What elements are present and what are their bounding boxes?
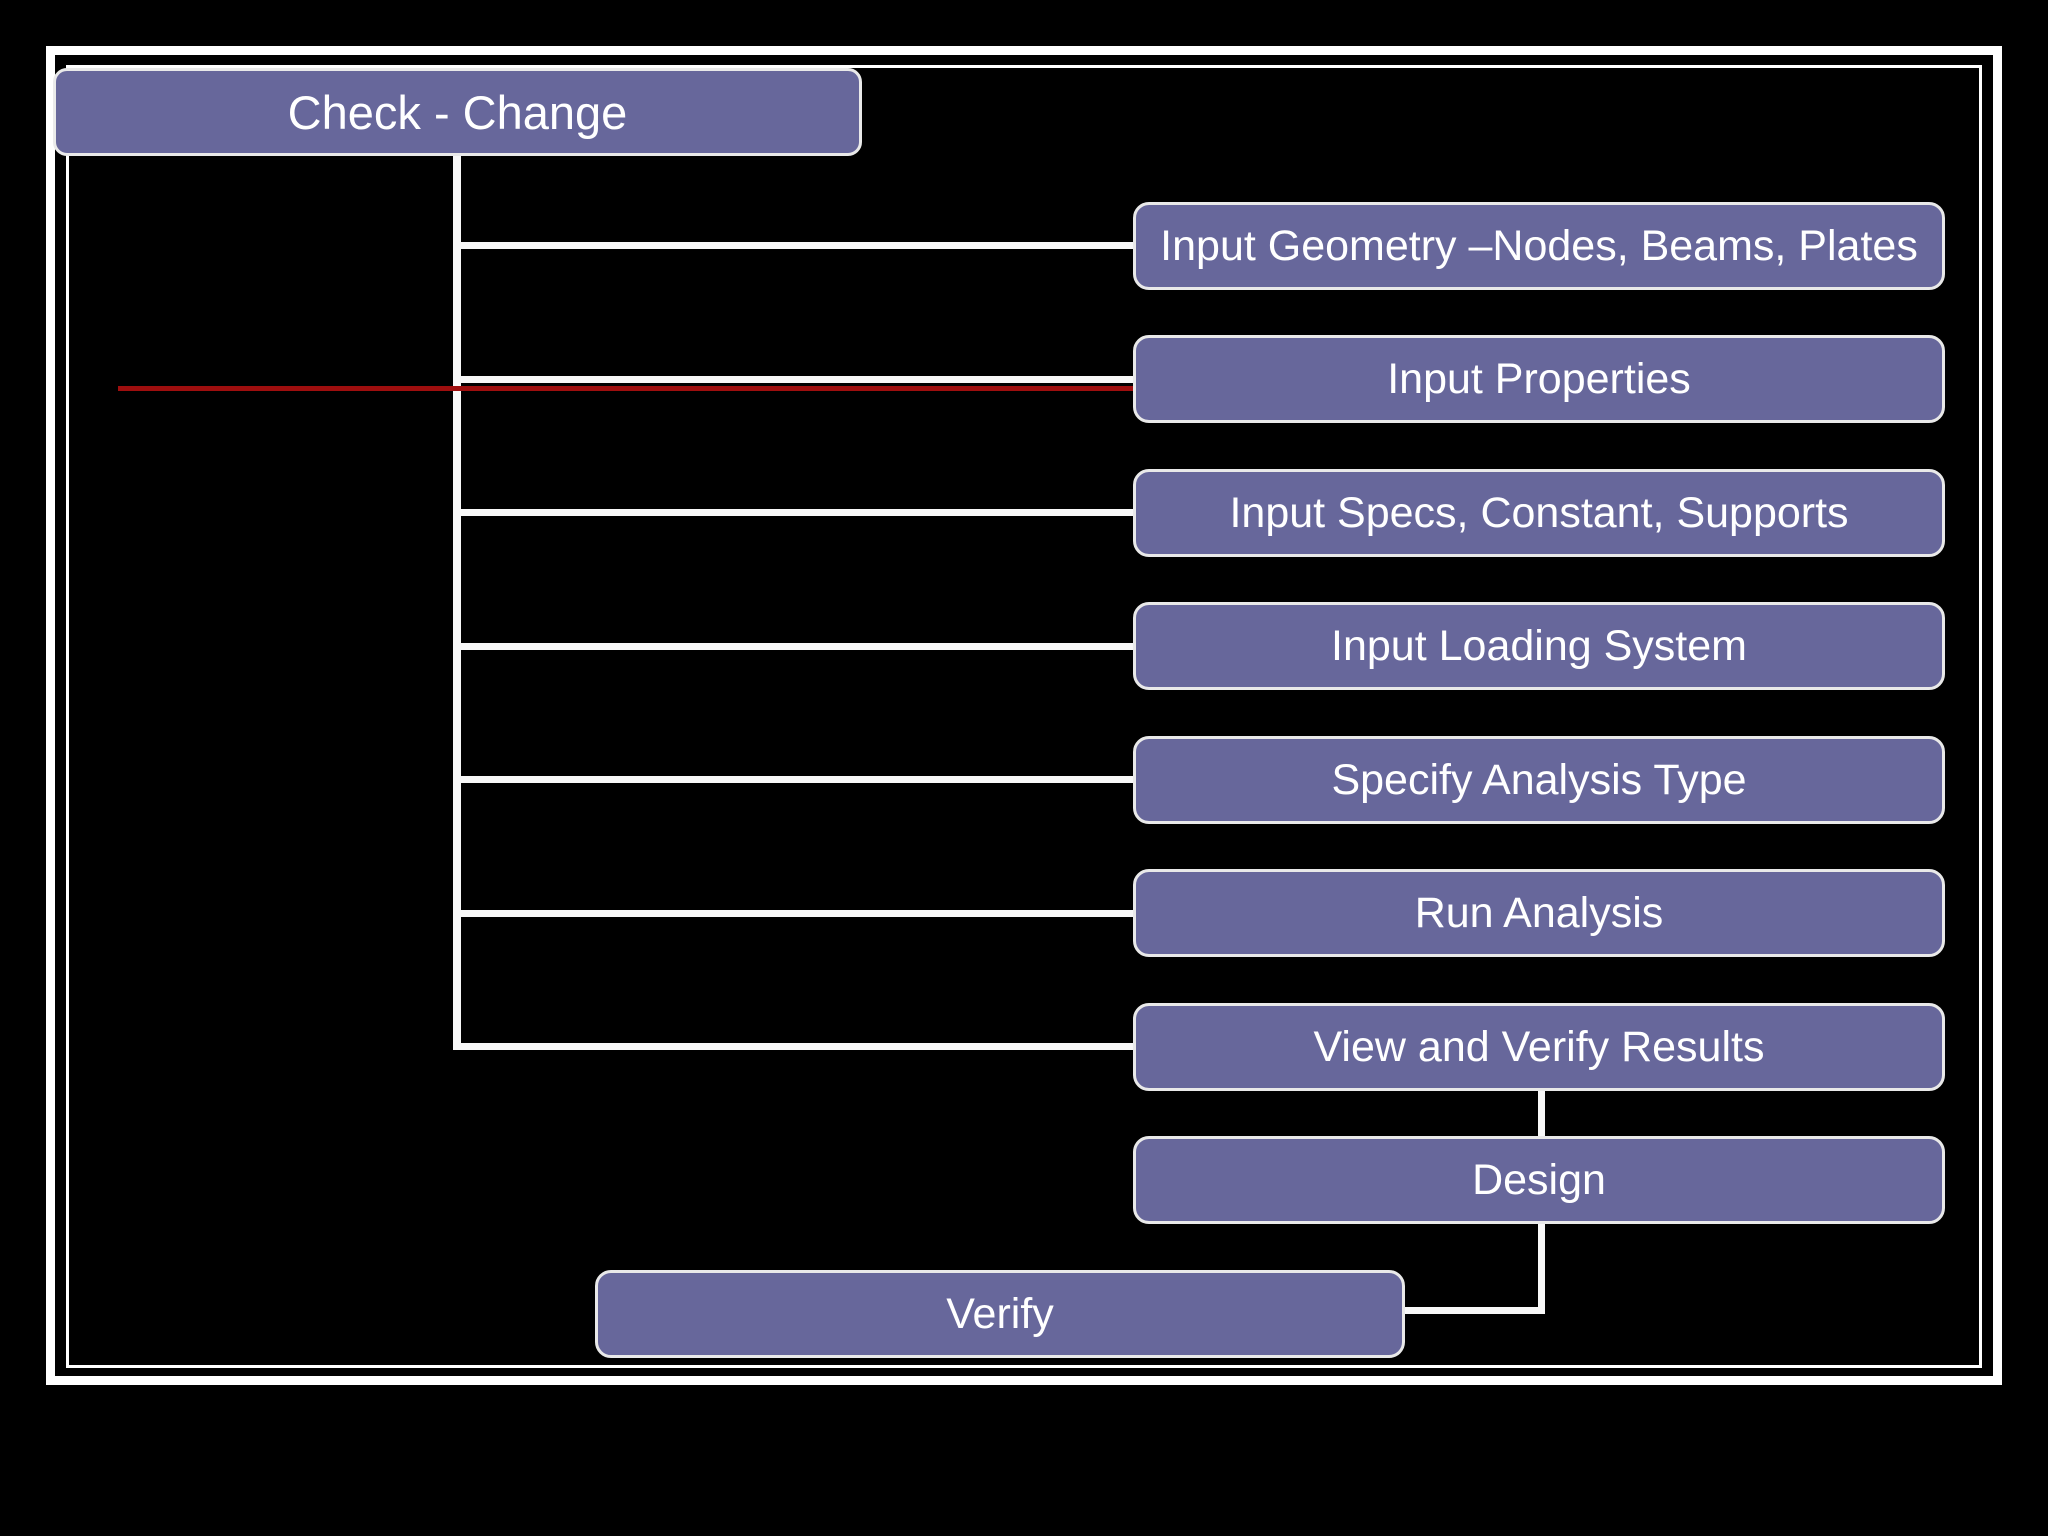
verify-connector-horizontal-line bbox=[1405, 1307, 1545, 1314]
flow-box-input-loading: Input Loading System bbox=[1133, 602, 1945, 690]
branch-line-run-analysis bbox=[453, 910, 1140, 917]
slide-inner-border bbox=[66, 65, 1982, 1368]
flow-box-specify-analysis-label: Specify Analysis Type bbox=[1331, 755, 1747, 804]
flow-box-input-properties: Input Properties bbox=[1133, 335, 1945, 423]
branch-line-view-verify bbox=[453, 1043, 1140, 1050]
flow-box-run-analysis-label: Run Analysis bbox=[1414, 888, 1664, 937]
flow-box-verify-label: Verify bbox=[946, 1289, 1054, 1338]
flow-box-input-specs-label: Input Specs, Constant, Supports bbox=[1229, 488, 1849, 537]
design-connector-line bbox=[1538, 1091, 1545, 1136]
flow-box-specify-analysis: Specify Analysis Type bbox=[1133, 736, 1945, 824]
branch-line-input-specs bbox=[453, 509, 1140, 516]
branch-line-input-loading bbox=[453, 643, 1140, 650]
trunk-connector-line bbox=[453, 155, 461, 1050]
red-highlight-line bbox=[118, 386, 1136, 391]
flow-box-design-label: Design bbox=[1472, 1155, 1606, 1204]
flow-box-input-properties-label: Input Properties bbox=[1387, 354, 1691, 403]
flow-box-check-change: Check - Change bbox=[53, 68, 862, 156]
flow-box-view-verify-results: View and Verify Results bbox=[1133, 1003, 1945, 1091]
flow-box-view-verify-results-label: View and Verify Results bbox=[1313, 1022, 1765, 1071]
flow-box-input-geometry-label: Input Geometry –Nodes, Beams, Plates bbox=[1160, 221, 1918, 270]
flow-box-check-change-label: Check - Change bbox=[287, 85, 628, 139]
flow-box-verify: Verify bbox=[595, 1270, 1405, 1358]
branch-line-input-geometry bbox=[453, 242, 1140, 249]
flow-box-design: Design bbox=[1133, 1136, 1945, 1224]
flow-box-run-analysis: Run Analysis bbox=[1133, 869, 1945, 957]
verify-connector-vertical-line bbox=[1538, 1224, 1545, 1314]
slide-outer-border bbox=[46, 46, 2002, 1385]
branch-line-input-properties bbox=[453, 376, 1140, 383]
branch-line-specify-analysis bbox=[453, 776, 1140, 783]
flow-box-input-loading-label: Input Loading System bbox=[1331, 621, 1747, 670]
flow-box-input-geometry: Input Geometry –Nodes, Beams, Plates bbox=[1133, 202, 1945, 290]
flow-box-input-specs: Input Specs, Constant, Supports bbox=[1133, 469, 1945, 557]
